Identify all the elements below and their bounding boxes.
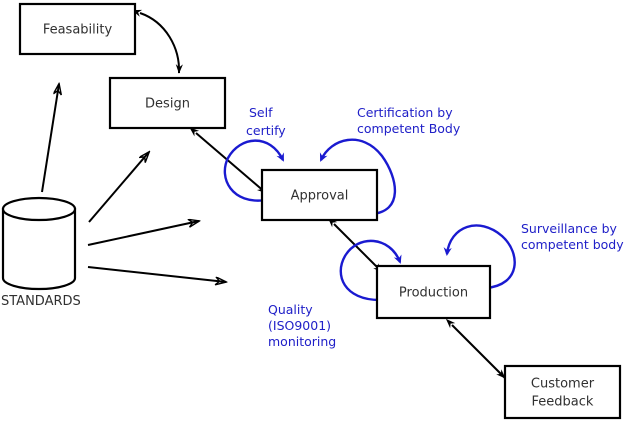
edge-standards-production	[87, 266, 226, 282]
node-design[interactable]: Design	[108, 76, 227, 130]
cylinder-body	[1, 207, 77, 291]
node-customer-feedback[interactable]: Customer Feedback	[503, 364, 622, 420]
quality-line3: monitoring	[268, 334, 336, 349]
customer-feedback-label-line2: Feedback	[532, 395, 594, 410]
approval-box	[260, 168, 379, 222]
certification-line1: Certification by	[357, 105, 453, 120]
approval-label: Approval	[291, 189, 349, 204]
loop-production-quality	[339, 239, 402, 302]
customer-feedback-label-line1: Customer	[531, 377, 595, 392]
annotation-surveillance-by-competent-body: Surveillance by competent body	[521, 221, 624, 252]
design-box	[108, 76, 227, 130]
edge-standards-approval	[87, 221, 199, 246]
edge-feasability-design	[131, 9, 183, 74]
production-box	[375, 264, 492, 320]
annotation-self-certify: Self certify	[246, 105, 286, 138]
cylinder-top	[1, 196, 77, 222]
self-certify-line2: certify	[246, 123, 286, 138]
loop-approval-self-certify	[223, 139, 285, 202]
surveillance-line1: Surveillance by	[521, 221, 618, 236]
node-production[interactable]: Production	[375, 264, 492, 320]
certification-line2: competent Body	[357, 121, 461, 136]
node-standards[interactable]	[1, 196, 77, 291]
production-label: Production	[399, 286, 468, 301]
annotation-quality-iso9001-monitoring: Quality (ISO9001) monitoring	[268, 302, 336, 349]
node-feasability[interactable]: Feasability	[18, 2, 137, 56]
customer-feedback-box	[503, 364, 622, 420]
edge-standards-design	[88, 152, 149, 223]
quality-line1: Quality	[268, 302, 313, 317]
loop-production-surveillance	[443, 224, 516, 290]
feasability-box	[18, 2, 137, 56]
feasability-label: Feasability	[43, 23, 113, 38]
annotation-certification-by-competent-body: Certification by competent Body	[357, 105, 461, 136]
quality-line2: (ISO9001)	[268, 318, 331, 333]
edge-standards-feasability	[41, 84, 59, 193]
loop-approval-certification	[319, 138, 397, 216]
edge-production-customer-feedback	[445, 318, 506, 379]
design-label: Design	[145, 97, 190, 112]
node-approval[interactable]: Approval	[260, 168, 379, 222]
surveillance-line2: competent body	[521, 237, 624, 252]
standards-label: STANDARDS	[1, 294, 81, 309]
edge-design-approval	[189, 127, 267, 194]
self-certify-line1: Self	[249, 105, 273, 120]
edge-approval-production	[327, 217, 383, 273]
